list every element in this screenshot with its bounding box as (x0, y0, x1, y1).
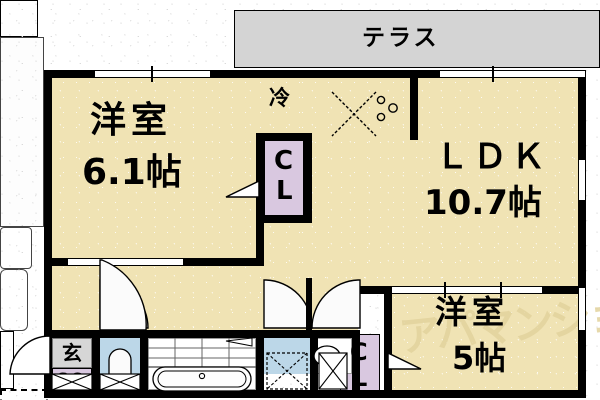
closet-cl-upper-label-c: C (274, 146, 294, 176)
washroom-floor (264, 338, 310, 374)
closet-cl-lower-label-l: L (352, 364, 368, 392)
window-ldk-top-mullion (492, 66, 494, 82)
wall-bedroom-right (256, 140, 264, 266)
terrace-area (234, 10, 600, 68)
wall-kitchen-partition (410, 78, 418, 140)
wall-top-right (264, 70, 586, 78)
terrace-label: テラス (362, 25, 440, 51)
door-jamb-ldk (306, 278, 312, 330)
genkan-area (52, 338, 92, 368)
refrigerator-label: 冷 (269, 86, 290, 110)
refrigerator-icon (0, 0, 38, 37)
ldk-area-label: 10.7帖 (424, 183, 542, 223)
vent-symbol-sc (51, 373, 93, 391)
wall-wetzone-right (352, 330, 360, 398)
kitchen-sink-icon (0, 269, 28, 331)
closet-cl-upper-label-l: L (276, 176, 293, 206)
door-triangle-bedroom5 (387, 351, 422, 370)
window-bedroom-top-mullion (151, 66, 153, 82)
room-yoshitsu-6-1-floor (48, 78, 258, 263)
closet-cl-lower-label-c: C (350, 338, 368, 366)
room-yoshitsu-5-floor (392, 293, 583, 398)
door-triangle-bedroom (225, 179, 260, 198)
wall-bedroom5-left (384, 286, 392, 398)
bathroom-wall-tiles-icon (148, 337, 256, 368)
vanity-cabinet-icon (318, 352, 348, 390)
wall-closet-right (304, 133, 312, 223)
bedroom-door-swing-icon (99, 259, 147, 331)
window-ldk-top (440, 70, 585, 78)
wall-right-lower (578, 330, 586, 398)
wall-right-upper (578, 70, 586, 160)
kitchen-counter (0, 37, 44, 227)
ldk-label: ＬＤＫ (435, 137, 549, 177)
overhead-storage-dashed (0, 389, 48, 400)
stove-icon (0, 227, 32, 269)
wall-hall-vert-a (92, 330, 100, 398)
wall-hall-horiz (44, 330, 360, 338)
window-bedroom5-top (392, 286, 542, 294)
window-right-lower (578, 288, 586, 330)
wall-hall-vert-b (140, 330, 148, 398)
window-bedroom5-mullion-b (500, 282, 502, 298)
window-bedroom5-mullion-a (444, 282, 446, 298)
stove-burners-icon (376, 95, 398, 122)
genkan-label: 玄 (62, 341, 82, 365)
wall-closet-bottom (256, 215, 312, 223)
overhead-storage-cross-icon (331, 91, 377, 137)
yoshitsu-6-1-label: 洋室 (90, 100, 173, 141)
yoshitsu-5-area-label: 5帖 (452, 339, 507, 377)
wall-hall-vert-d (310, 330, 318, 398)
bathtub-icon (152, 366, 252, 392)
entrance-door-swing-icon (9, 335, 51, 375)
yoshitsu-6-1-area-label: 6.1帖 (82, 152, 182, 193)
washing-machine-space-icon (266, 352, 308, 390)
window-bedroom-interior (68, 258, 183, 266)
wall-closet-top (256, 133, 312, 141)
wall-left-upper (44, 70, 52, 266)
window-right-upper (578, 160, 586, 200)
vent-symbol-toilet (99, 373, 141, 391)
wall-right-mid (578, 200, 586, 288)
yoshitsu-5-label: 洋室 (435, 293, 510, 331)
wall-hall-vert-c (256, 330, 264, 398)
ldk-door-swing-icon (311, 279, 361, 329)
